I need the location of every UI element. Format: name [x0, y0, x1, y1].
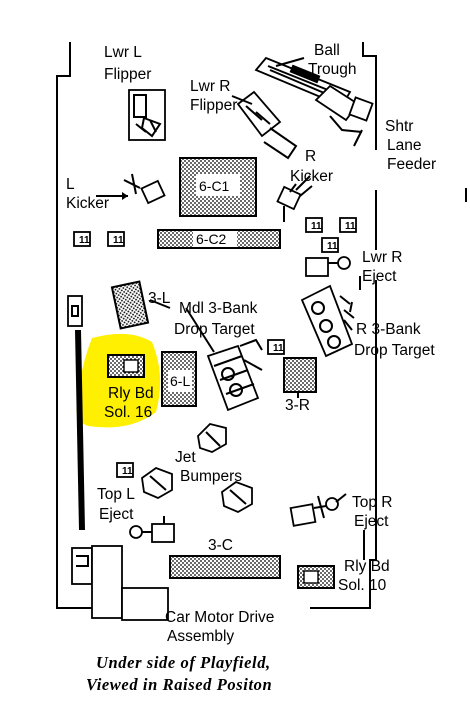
label-mdl-drop-target-2: Drop Target: [174, 321, 255, 338]
lwr-r-eject-mech: [305, 256, 351, 277]
lwr-l-flipper-mech: [128, 89, 166, 141]
label-rly-bd-10-1: Rly Bd: [344, 558, 390, 575]
label-top-r-eject-2: Eject: [354, 513, 389, 530]
component-labels: Lwr L Flipper Ball Trough Lwr R Flipper …: [66, 42, 436, 645]
svg-text:11: 11: [273, 343, 284, 354]
coil-3-l-box: [110, 280, 150, 330]
label-r-kicker-1: R: [305, 148, 316, 165]
label-6-c2: 6-C2: [196, 231, 227, 247]
svg-text:11: 11: [79, 235, 90, 246]
label-rly-bd-16-1: Rly Bd: [108, 385, 154, 402]
left-wire-rod: [75, 329, 85, 531]
svg-text:11: 11: [311, 221, 322, 232]
label-lwr-l-flipper-1: Lwr L: [104, 44, 142, 61]
svg-text:11: 11: [122, 466, 133, 477]
left-post: [67, 295, 83, 327]
label-lwr-l-flipper-2: Flipper: [104, 66, 151, 83]
label-6-c1: 6-C1: [199, 178, 230, 194]
jet-bumpers: [141, 423, 253, 514]
r-kicker-mech: [276, 175, 313, 222]
relay-group: [73, 217, 357, 478]
label-rly-bd-16-2: Sol. 16: [104, 404, 152, 421]
label-rly-bd-10-2: Sol. 10: [338, 577, 387, 594]
svg-text:11: 11: [113, 235, 124, 246]
label-ball-trough-1: Ball: [314, 42, 340, 59]
mdl-drop-target-mech: [206, 338, 263, 412]
svg-text:11: 11: [327, 241, 338, 252]
label-3-l: 3-L: [148, 290, 171, 307]
coil-3-c-bar: [169, 555, 281, 579]
label-ball-trough-2: Trough: [308, 61, 357, 78]
r-drop-target-mech: [300, 284, 355, 358]
label-lwr-r-flipper-1: Lwr R: [190, 78, 230, 95]
label-mdl-drop-target-1: Mdl 3-Bank: [179, 300, 258, 317]
label-top-l-eject-1: Top L: [97, 486, 135, 503]
label-3-r: 3-R: [285, 397, 310, 414]
label-6-l: 6-L: [170, 373, 190, 389]
l-kicker-mech: [96, 173, 166, 205]
top-r-eject-mech: [289, 495, 339, 527]
label-r-kicker-2: Kicker: [290, 168, 333, 185]
label-shtr-lane-feeder-2: Lane: [387, 137, 421, 154]
label-car-motor-1: Car Motor Drive: [165, 609, 274, 626]
playfield-outline: [56, 42, 377, 609]
caption-line-2: Viewed in Raised Positon: [86, 675, 272, 694]
label-3-c: 3-C: [208, 537, 233, 554]
label-shtr-lane-feeder-3: Feeder: [387, 156, 436, 173]
label-top-l-eject-2: Eject: [99, 506, 134, 523]
label-l-kicker-1: L: [66, 176, 75, 193]
label-car-motor-2: Assembly: [167, 628, 234, 645]
car-motor-assembly: [71, 545, 169, 621]
shtr-lane-feeder-mech: [314, 84, 374, 133]
top-l-eject-mech: [129, 516, 175, 543]
label-l-kicker-2: Kicker: [66, 195, 109, 212]
label-shtr-lane-feeder-1: Shtr: [385, 118, 413, 135]
label-top-r-eject-1: Top R: [352, 494, 393, 511]
coil-3-r-box: [283, 357, 317, 393]
label-r-drop-target-2: Drop Target: [354, 342, 435, 359]
label-lwr-r-flipper-2: Flipper: [190, 97, 237, 114]
label-jet-bumpers-2: Bumpers: [180, 468, 242, 485]
label-r-drop-target-1: R 3-Bank: [356, 321, 421, 338]
label-lwr-r-eject-1: Lwr R: [362, 249, 402, 266]
label-lwr-r-eject-2: Eject: [362, 268, 397, 285]
label-jet-bumpers-1: Jet: [175, 449, 196, 466]
caption-line-1: Under side of Playfield,: [96, 653, 271, 672]
svg-text:11: 11: [345, 221, 356, 232]
